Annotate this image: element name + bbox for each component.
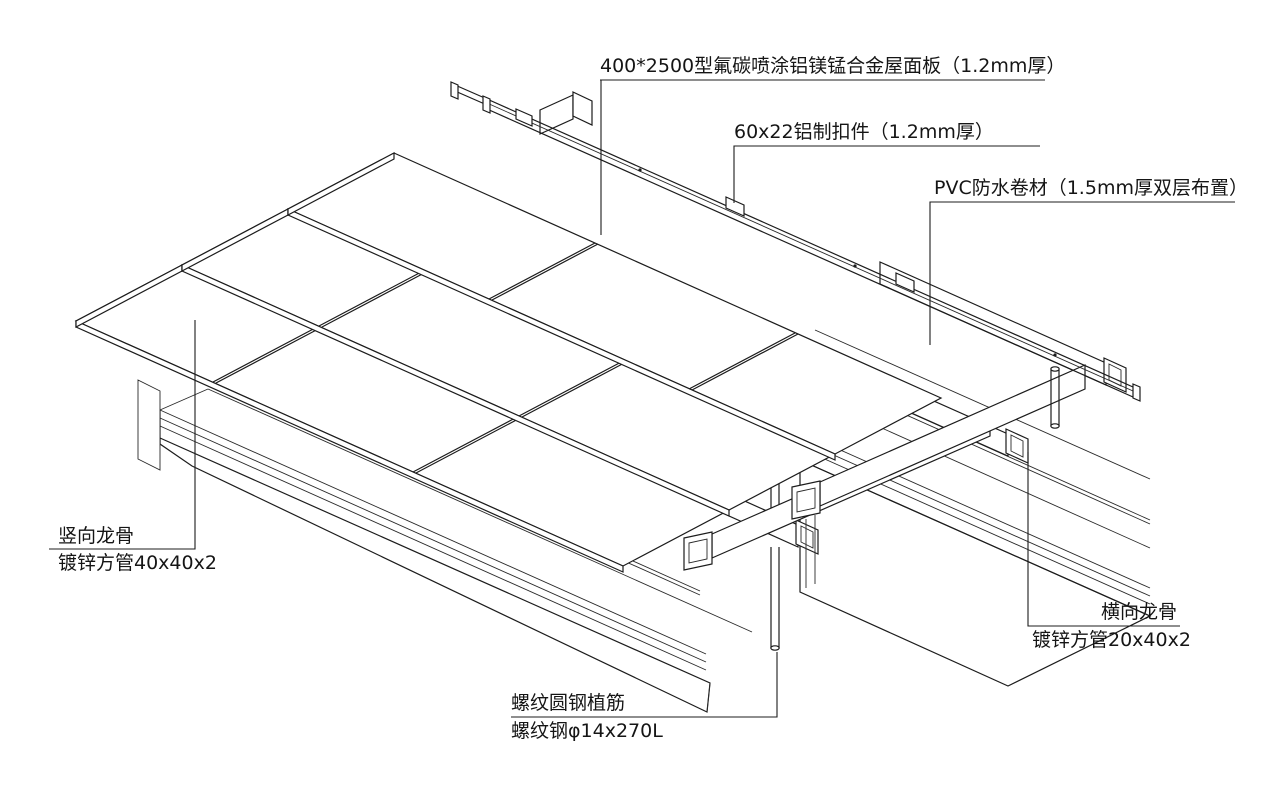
leader-lines xyxy=(49,79,1235,718)
leader-clip xyxy=(733,145,1040,203)
aluminium-clip xyxy=(725,196,745,217)
leader-horizontal-keel xyxy=(1027,452,1180,627)
threaded-rod-right xyxy=(1050,366,1060,429)
aluminium-clip xyxy=(895,272,915,293)
leader-rebar xyxy=(511,652,778,718)
label-roof-panel: 400*2500型氟碳喷涂铝镁锰合金屋面板（1.2mm厚） xyxy=(600,55,1066,77)
ridge-clip-rail xyxy=(450,81,1141,402)
label-vertical-keel-line2: 镀锌方管40x40x2 xyxy=(58,552,217,574)
concrete-base-left xyxy=(137,379,753,713)
leader-vertical-keel xyxy=(49,320,196,550)
leader-roof-panel xyxy=(600,79,1045,235)
label-vertical-keel-line1: 竖向龙骨 xyxy=(58,525,135,547)
leader-pvc xyxy=(929,201,1235,345)
roof-panels xyxy=(74,152,943,573)
label-horizontal-keel-line2: 镀锌方管20x40x2 xyxy=(1032,629,1191,651)
label-rebar-line2: 螺纹钢φ14x270L xyxy=(511,720,663,742)
label-pvc-membrane: PVC防水卷材（1.5mm厚双层布置） xyxy=(934,177,1248,199)
label-rebar-line1: 螺纹圆钢植筋 xyxy=(511,692,626,714)
label-clip: 60x22铝制扣件（1.2mm厚） xyxy=(734,121,994,143)
label-horizontal-keel-line1: 横向龙骨 xyxy=(1101,601,1178,623)
